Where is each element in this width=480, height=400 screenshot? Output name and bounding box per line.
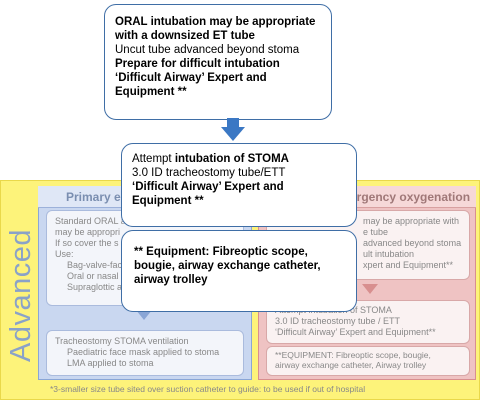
mid-box-line1: Attempt intubation of STOMA	[132, 152, 346, 166]
right-box1-line: ult intubation	[363, 249, 415, 259]
advanced-response-label: Advanced Response	[5, 229, 71, 364]
right-box2-line: 3.0 ID tracheostomy tube / ETT	[275, 316, 401, 326]
right-box3-line: **EQUIPMENT: Fibreoptic scope, bougie,	[275, 350, 431, 360]
oral-intubation-callout: ORAL intubation may be appropriate with …	[104, 4, 332, 120]
equipment-line: ** Equipment: Fibreoptic scope,	[134, 246, 308, 258]
left-box1-line: Use:	[55, 249, 74, 259]
left-box1-line: may be appropri	[55, 227, 121, 237]
right-box1-line: may be appropriate with	[363, 216, 460, 226]
flow-arrow-down-icon	[221, 127, 245, 141]
mid-box-bold: intubation of STOMA	[174, 153, 289, 165]
footnote: *3-smaller size tube sited over suction …	[50, 384, 366, 394]
mid-box-line: Equipment **	[132, 195, 204, 207]
equipment-line: bougie, airway exchange catheter,	[134, 260, 321, 272]
equipment-line: airway trolley	[134, 274, 208, 286]
left-box1-line: Bag-valve-face	[67, 260, 128, 270]
top-box-line: Uncut tube advanced beyond stoma	[115, 44, 300, 56]
left-box1-line: Oral or nasal	[67, 271, 119, 281]
left-down-arrow-icon	[136, 310, 152, 320]
left-box2-line: LMA applied to stoma	[67, 358, 154, 368]
flow-arrow-shaft-icon	[227, 118, 239, 128]
stoma-ventilation-box: Tracheostomy STOMA ventilation Paediatri…	[46, 330, 244, 376]
right-box1-line: xpert and Equipment**	[363, 260, 454, 270]
top-box-line: ‘Difficult Airway’ Expert and	[115, 72, 267, 84]
left-box1-line: Supraglottic ai	[67, 282, 125, 292]
mid-box-line: ‘Difficult Airway’ Expert and	[132, 181, 284, 193]
right-box1-line: e tube	[363, 227, 389, 237]
mid-box-prefix: Attempt	[132, 153, 175, 165]
left-box2-line: Paediatric face mask applied to stoma	[67, 347, 220, 357]
equipment-callout: ** Equipment: Fibreoptic scope, bougie, …	[121, 230, 357, 312]
mid-box-line: 3.0 ID tracheostomy tube/ETT	[132, 167, 286, 179]
right-down-arrow-icon	[362, 284, 378, 294]
top-box-line: Prepare for difficult intubation	[115, 58, 280, 70]
top-box-line: Equipment **	[115, 86, 187, 98]
left-box1-line: Standard ORAL a	[55, 216, 126, 226]
right-box3-line: airway exchange catheter, Airway trolley	[275, 360, 427, 370]
left-box2-line: Tracheostomy STOMA ventilation	[55, 336, 189, 346]
top-box-line: ORAL intubation may be appropriate	[115, 16, 316, 28]
right-box2-line: ‘Difficult Airway’ Expert and Equipment*…	[275, 327, 436, 337]
right-box1-line: advanced beyond stoma	[363, 238, 462, 248]
equipment-note-box: **EQUIPMENT: Fibreoptic scope, bougie, a…	[266, 346, 470, 376]
left-box1-line: If so cover the s	[55, 238, 119, 248]
top-box-line: with a downsized ET tube	[115, 30, 255, 42]
stoma-intubation-callout: Attempt intubation of STOMA 3.0 ID trach…	[121, 143, 357, 227]
